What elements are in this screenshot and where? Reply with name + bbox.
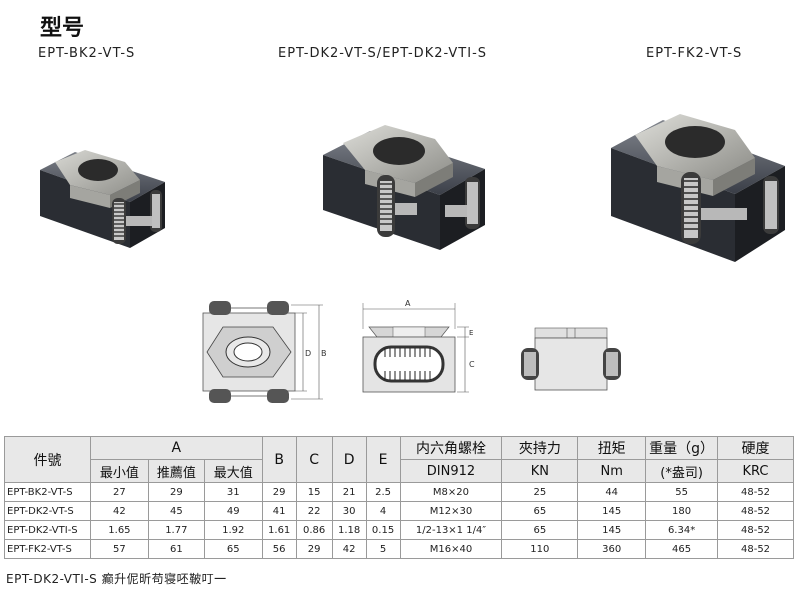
table-row: EPT-BK2-VT-S 27 29 31 29 15 21 2.5 M8×20… — [4, 482, 794, 502]
header-torque-unit: Nm — [577, 459, 647, 483]
cell-c: 29 — [295, 539, 333, 559]
cell-weight: 6.34* — [645, 520, 719, 540]
header-a-min: 最小值 — [89, 459, 149, 483]
cell-hardness: 48-52 — [717, 501, 794, 521]
cell-weight: 465 — [645, 539, 719, 559]
cell-clamp: 110 — [501, 539, 579, 559]
header-torque: 扭矩 — [577, 436, 647, 460]
cell-a-max: 65 — [203, 539, 263, 559]
drawing-side-view: A E C — [362, 299, 475, 393]
cell-b: 56 — [261, 539, 297, 559]
header-weight-unit: (*盎司) — [645, 459, 719, 483]
cell-torque: 145 — [577, 520, 647, 540]
header-b: B — [261, 436, 297, 483]
header-e: E — [365, 436, 401, 483]
product-photo-fk2 — [611, 114, 785, 262]
cell-d: 1.18 — [331, 520, 367, 540]
cell-a-rec: 29 — [147, 482, 205, 502]
table-row: EPT-DK2-VT-S 42 45 49 41 22 30 4 M12×30 … — [4, 501, 794, 521]
footnote: EPT-DK2-VTI-S 癫升伲昕苟寝呸鞁叮㆒ — [6, 572, 227, 586]
cell-bolt: M16×40 — [399, 539, 503, 559]
header-c: C — [295, 436, 333, 483]
dim-label-c: C — [469, 360, 475, 369]
cell-a-min: 57 — [89, 539, 149, 559]
cell-d: 21 — [331, 482, 367, 502]
cell-hardness: 48-52 — [717, 482, 794, 502]
cell-torque: 360 — [577, 539, 647, 559]
cell-c: 0.86 — [295, 520, 333, 540]
model-label-dk2: EPT-DK2-VT-S/EPT-DK2-VTI-S — [278, 46, 488, 61]
table-row: EPT-DK2-VTI-S 1.65 1.77 1.92 1.61 0.86 1… — [4, 520, 794, 540]
cell-c: 22 — [295, 501, 333, 521]
cell-part: EPT-BK2-VT-S — [4, 482, 91, 502]
cell-part: EPT-DK2-VT-S — [4, 501, 91, 521]
cell-e: 2.5 — [365, 482, 401, 502]
header-bolt: 内六角螺栓 — [399, 436, 503, 460]
cell-a-min: 27 — [89, 482, 149, 502]
cell-d: 42 — [331, 539, 367, 559]
page-title: 型号 — [40, 16, 85, 41]
cell-e: 0.15 — [365, 520, 401, 540]
cell-a-rec: 61 — [147, 539, 205, 559]
header-d: D — [331, 436, 367, 483]
header-hardness: 硬度 — [717, 436, 794, 460]
cell-torque: 145 — [577, 501, 647, 521]
product-photo-bk2 — [40, 150, 165, 248]
cell-c: 15 — [295, 482, 333, 502]
cell-a-min: 42 — [89, 501, 149, 521]
cell-b: 41 — [261, 501, 297, 521]
cell-weight: 55 — [645, 482, 719, 502]
header-a-rec: 推薦值 — [147, 459, 205, 483]
cell-clamp: 65 — [501, 501, 579, 521]
cell-bolt: M12×30 — [399, 501, 503, 521]
dim-label-e: E — [469, 329, 473, 337]
cell-b: 29 — [261, 482, 297, 502]
cell-bolt: 1/2-13×1 1/4″ — [399, 520, 503, 540]
dim-label-b: B — [321, 349, 327, 358]
header-a: A — [89, 436, 263, 460]
cell-clamp: 65 — [501, 520, 579, 540]
cell-a-rec: 1.77 — [147, 520, 205, 540]
spec-table: 件號 A B C D E 内六角螺栓 夾持力 扭矩 重量（g） 硬度 最小值 推… — [4, 436, 794, 559]
cell-part: EPT-DK2-VTI-S — [4, 520, 91, 540]
cell-a-max: 49 — [203, 501, 263, 521]
header-clamp-unit: KN — [501, 459, 579, 483]
cell-e: 4 — [365, 501, 401, 521]
cell-a-min: 1.65 — [89, 520, 149, 540]
header-part: 件號 — [4, 436, 91, 483]
cell-hardness: 48-52 — [717, 520, 794, 540]
cell-weight: 180 — [645, 501, 719, 521]
cell-e: 5 — [365, 539, 401, 559]
header-bolt-std: DIN912 — [399, 459, 503, 483]
table-row: EPT-FK2-VT-S 57 61 65 56 29 42 5 M16×40 … — [4, 539, 794, 559]
cell-d: 30 — [331, 501, 367, 521]
drawing-front-view — [521, 327, 621, 391]
header-hardness-unit: KRC — [717, 459, 794, 483]
model-label-bk2: EPT-BK2-VT-S — [38, 46, 136, 61]
header-a-max: 最大值 — [203, 459, 263, 483]
model-label-fk2: EPT-FK2-VT-S — [646, 46, 743, 61]
product-photo-dk2 — [323, 125, 485, 250]
header-clamp: 夾持力 — [501, 436, 579, 460]
cell-hardness: 48-52 — [717, 539, 794, 559]
cell-torque: 44 — [577, 482, 647, 502]
cell-a-rec: 45 — [147, 501, 205, 521]
dim-label-d: D — [305, 349, 311, 358]
drawing-top-view: D B — [202, 301, 327, 403]
cell-bolt: M8×20 — [399, 482, 503, 502]
cell-clamp: 25 — [501, 482, 579, 502]
cell-a-max: 1.92 — [203, 520, 263, 540]
dim-label-a: A — [405, 299, 411, 308]
cell-a-max: 31 — [203, 482, 263, 502]
cell-b: 1.61 — [261, 520, 297, 540]
header-weight: 重量（g） — [645, 436, 719, 460]
cell-part: EPT-FK2-VT-S — [4, 539, 91, 559]
